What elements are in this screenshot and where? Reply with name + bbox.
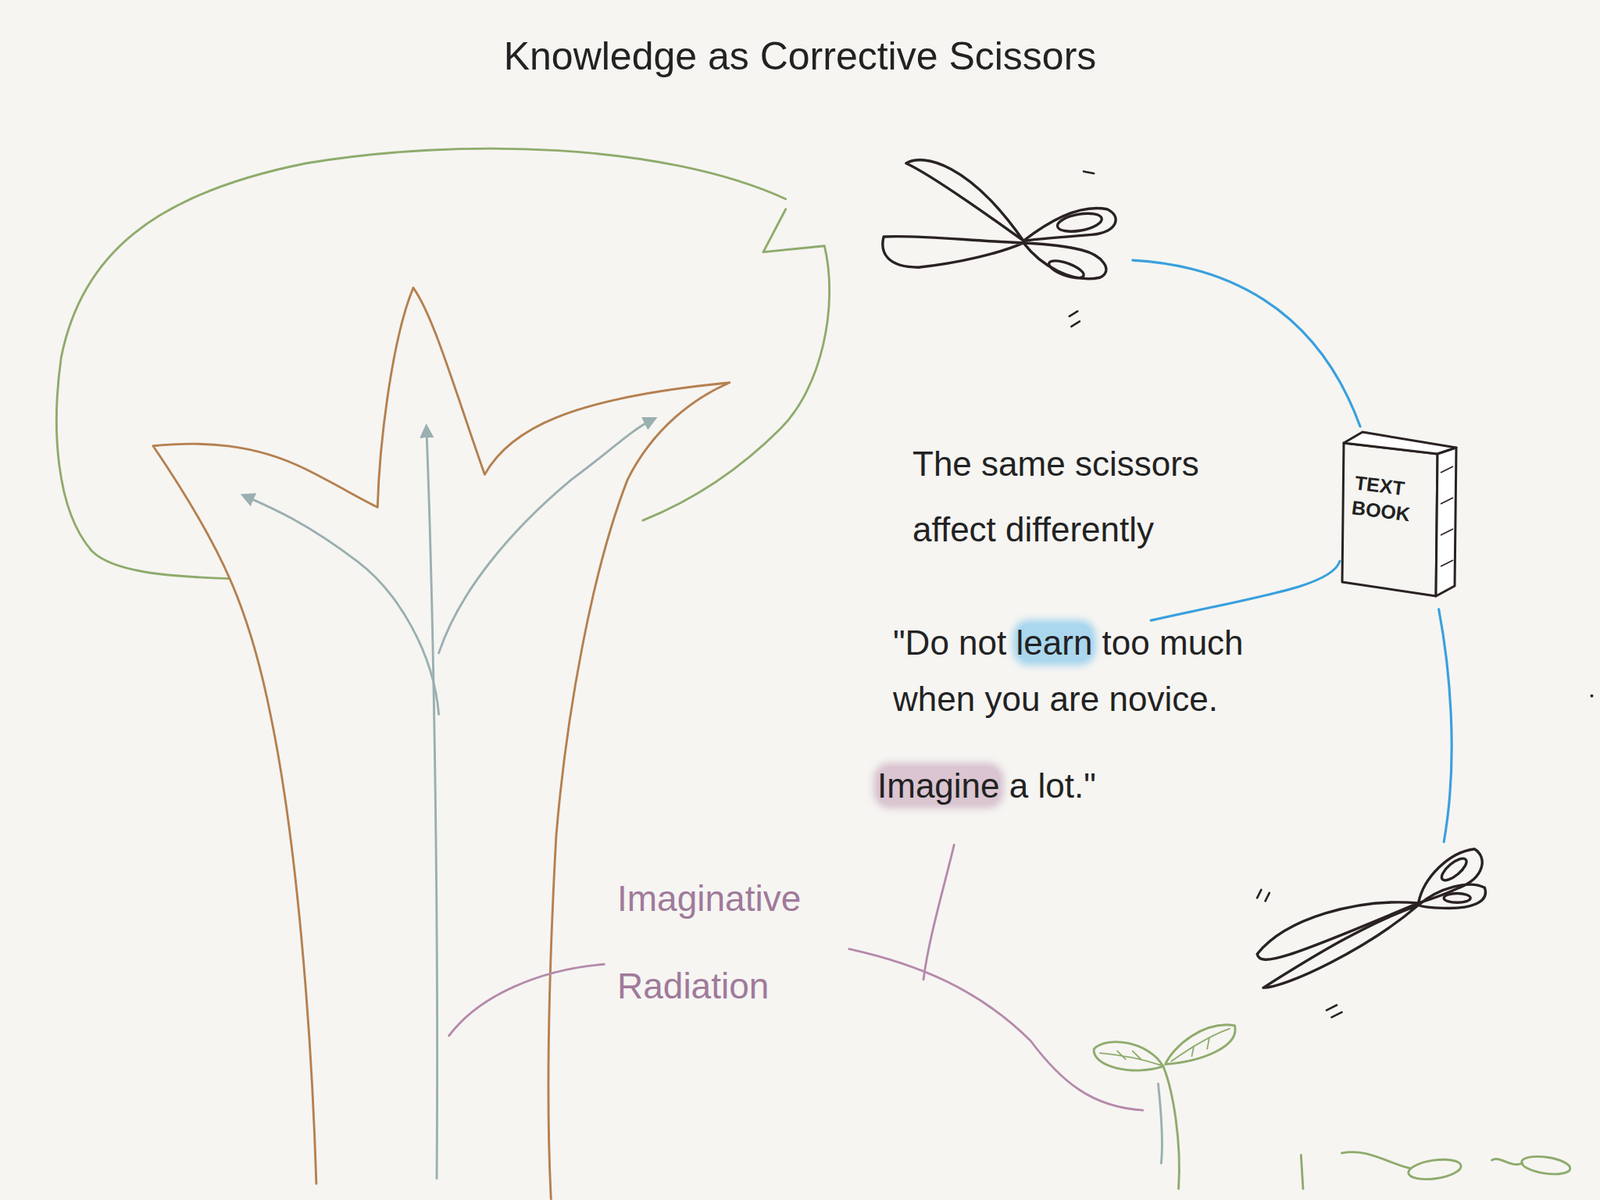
crown-cut <box>642 209 830 521</box>
annotation-label: Imaginative Radiation <box>617 854 852 1030</box>
blade <box>1257 902 1418 960</box>
blade <box>906 160 1024 241</box>
growth-arrow <box>246 496 440 715</box>
leader-line <box>923 844 954 979</box>
blade <box>1263 905 1419 989</box>
book-face <box>1343 432 1457 454</box>
leader-line <box>849 949 1143 1111</box>
page-edge <box>1440 497 1454 504</box>
leader-line <box>1439 609 1453 843</box>
growth-arrows <box>246 420 651 1179</box>
handle-hole <box>1056 210 1104 235</box>
page-edge <box>1440 466 1454 473</box>
page-edge <box>1440 528 1454 536</box>
motion-mark <box>1069 171 1094 327</box>
leaf <box>1165 1025 1236 1065</box>
book-title: TEXT BOOK <box>1350 469 1431 529</box>
leader-line <box>449 964 605 1036</box>
leaf-vein <box>1171 1028 1229 1062</box>
leaf <box>1520 1153 1572 1177</box>
leader-lines-purple <box>449 844 1143 1111</box>
leader-line <box>1150 560 1340 621</box>
motion-mark <box>1257 889 1342 1018</box>
leader-line <box>1132 260 1361 427</box>
crown-outline <box>56 148 786 579</box>
title: Knowledge as Corrective Scissors <box>0 32 1600 80</box>
quote-text: Imagine a lot." <box>877 757 1206 815</box>
page-edge <box>1440 560 1454 567</box>
leader-lines-blue <box>1132 260 1452 842</box>
handle <box>1418 849 1483 904</box>
handle <box>1023 207 1116 241</box>
growth-arrow <box>426 430 438 1179</box>
growth-arrow <box>439 420 652 654</box>
quote-text: "Do not learn too much when you are novi… <box>892 614 1331 728</box>
scissors-bottom <box>1257 849 1486 1018</box>
stem <box>1163 1066 1179 1190</box>
leaf-vein <box>1100 1050 1161 1065</box>
textbook-node: TEXT BOOK <box>1337 425 1467 602</box>
leaf <box>1407 1156 1463 1183</box>
sprout <box>1093 1025 1572 1190</box>
trunk-outline <box>153 287 730 1199</box>
handle-hole <box>1438 854 1470 884</box>
note-text: The same scissors affect differently <box>912 431 1288 563</box>
handle <box>1023 242 1107 279</box>
seedling <box>1492 1159 1523 1165</box>
leaf <box>1093 1042 1164 1071</box>
tree-trunk <box>153 287 730 1199</box>
sprout-shadow <box>1157 1083 1162 1164</box>
book-face <box>1342 442 1438 597</box>
scissors-top <box>882 160 1116 327</box>
tree-crown <box>56 148 829 579</box>
seedling <box>1300 1155 1304 1190</box>
dot <box>1590 694 1594 698</box>
handle-hole <box>1443 893 1471 904</box>
seedling <box>1342 1152 1411 1169</box>
handle <box>1418 884 1486 908</box>
blade <box>882 235 1024 268</box>
book-face <box>1435 447 1457 597</box>
handle-hole <box>1046 257 1086 282</box>
